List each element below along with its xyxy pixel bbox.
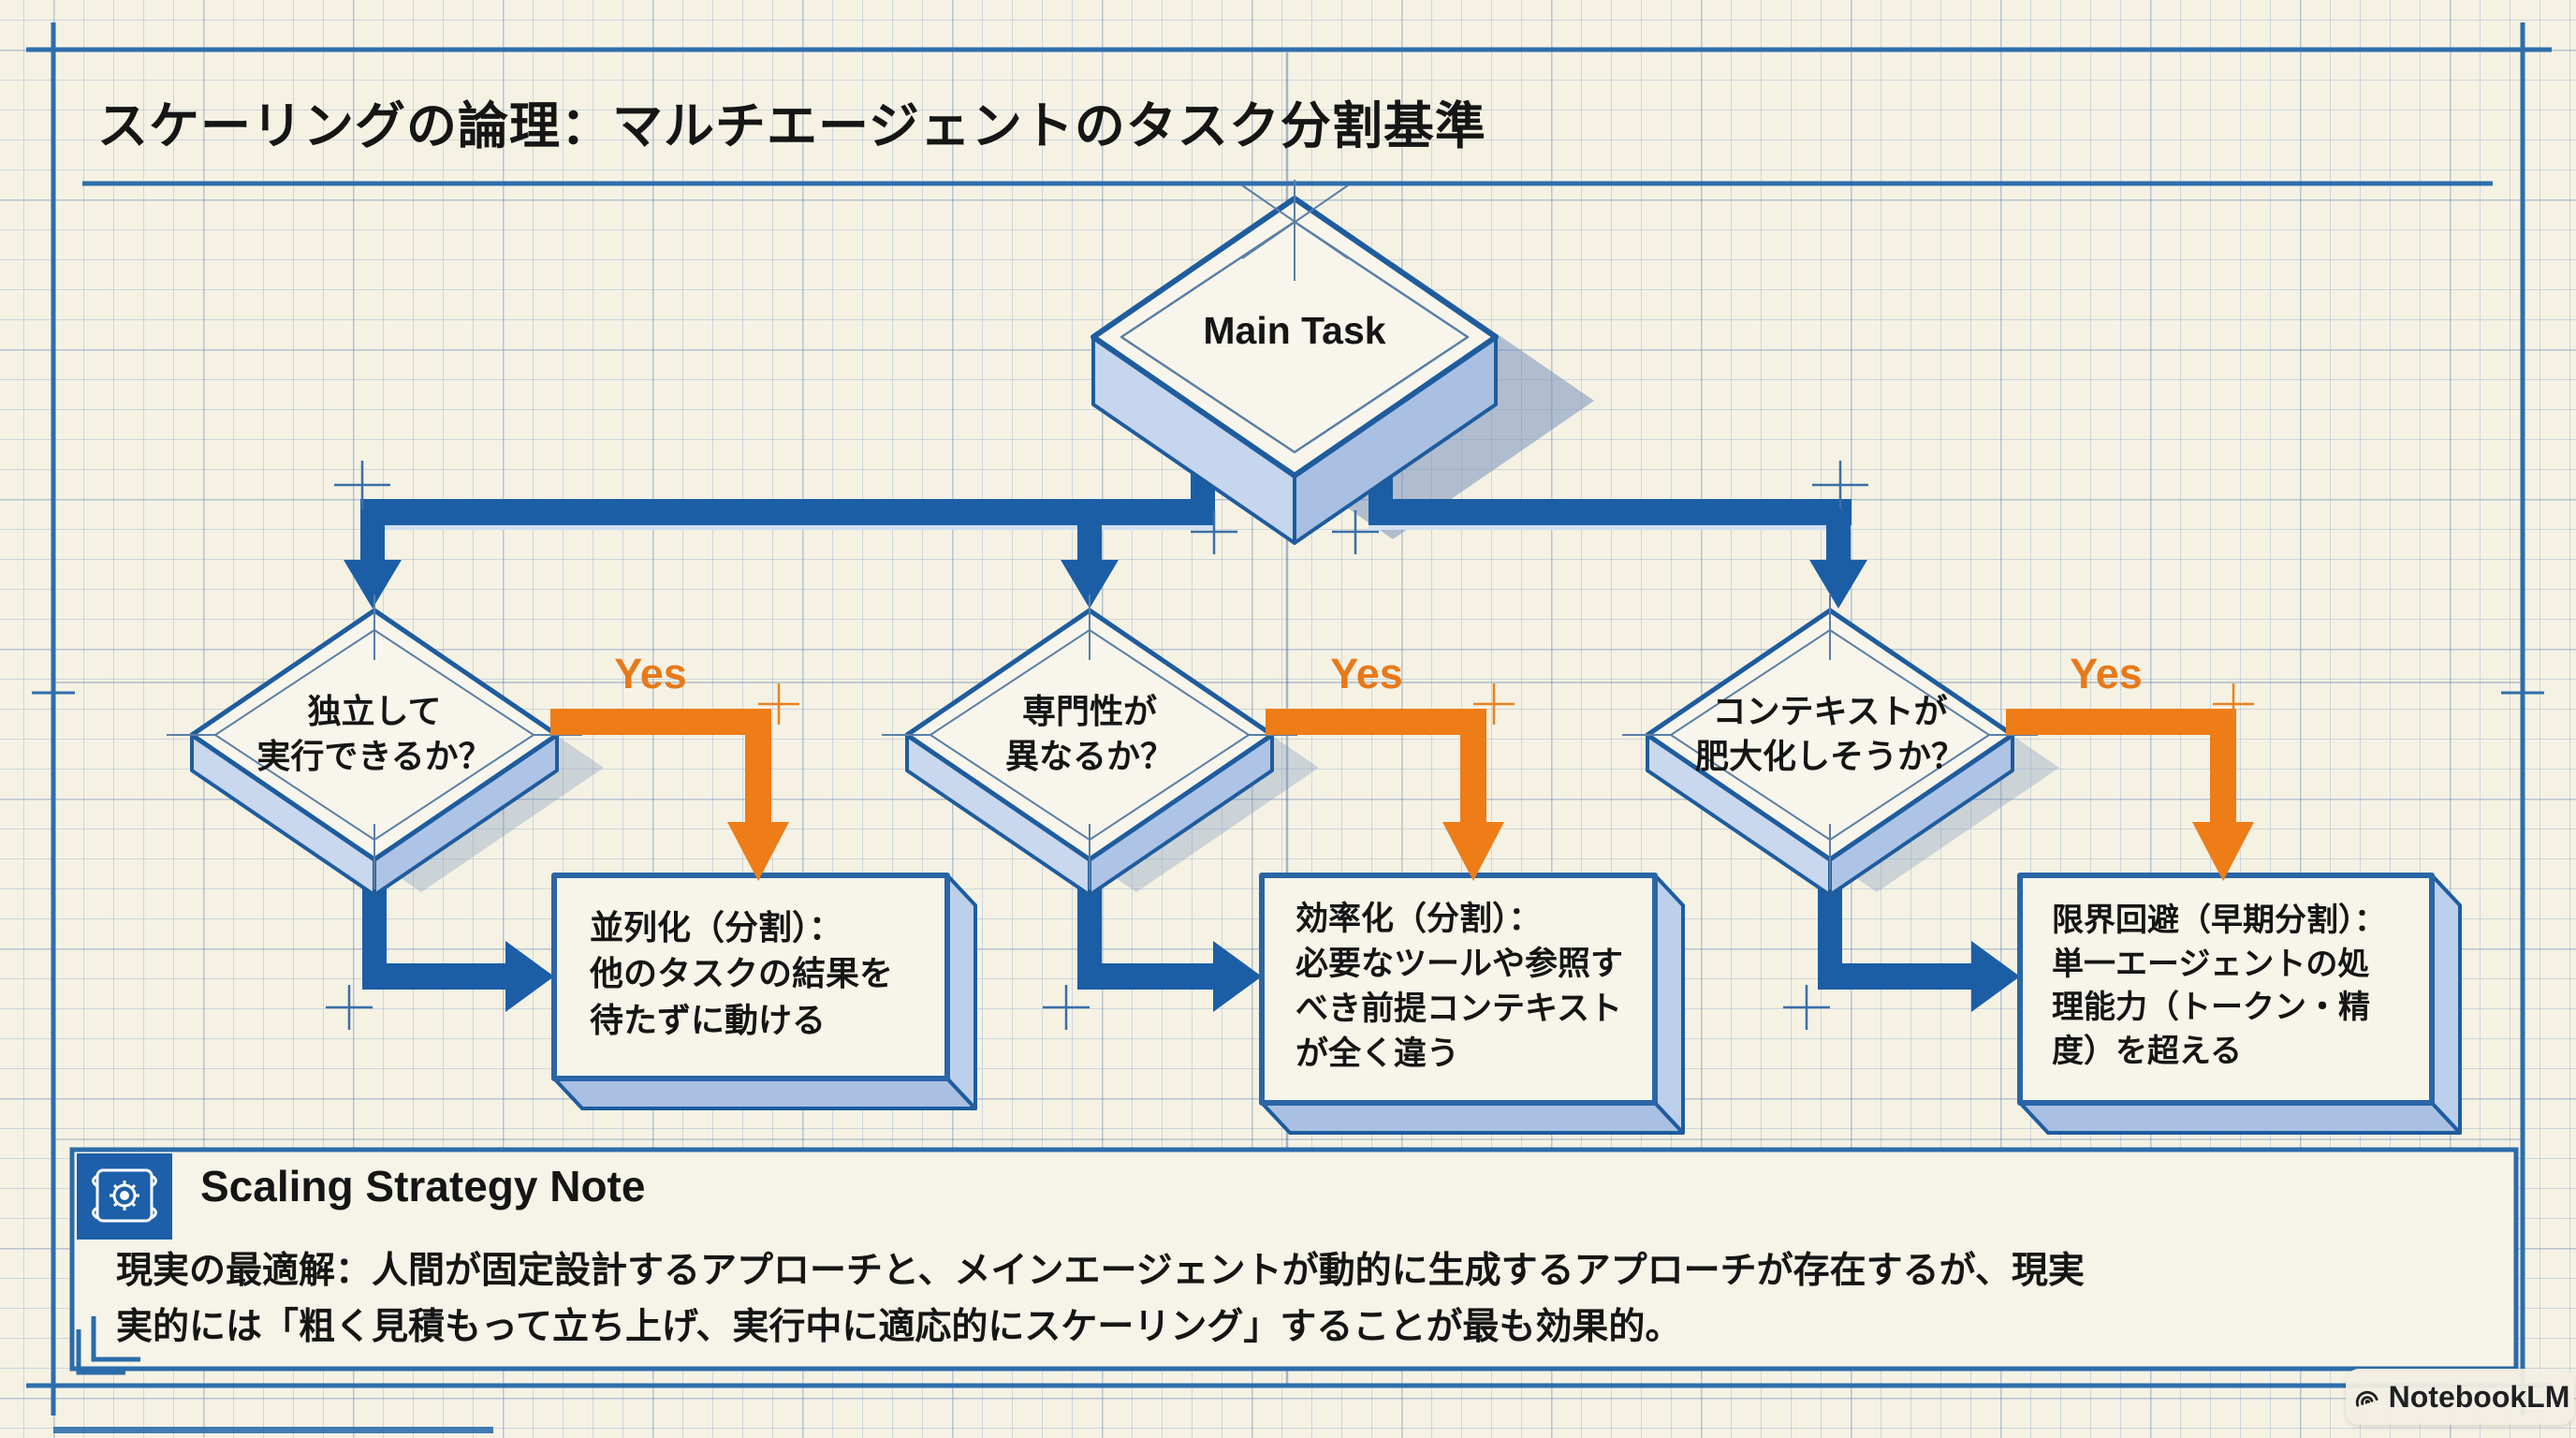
note-panel [69,1147,2519,1375]
decision-node-3 [1622,594,2038,897]
yes-label-1: Yes [614,650,687,697]
decision-label-2: 専門性が 異なるか？ [1004,692,1174,775]
main-task-label: Main Task [1203,309,1386,352]
yes-label-2: Yes [1330,650,1403,697]
registration-marks [326,461,2254,1030]
page-title: スケーリングの論理：マルチエージェントのタスク分割基準 [97,98,1486,154]
notebooklm-logo-icon [2355,1390,2378,1407]
badge-label: NotebookLM [2388,1379,2570,1414]
yes-label-3: Yes [2070,650,2143,697]
right-distribution-bar [1368,499,1852,525]
elbow-arrow-1 [362,858,554,1012]
decision-node-2 [882,594,1297,897]
corner-bracket [76,1329,125,1375]
result-label-1: 並列化（分割）： 他のタスクの結果を 待たずに動ける [590,908,894,1039]
yes-arrow-2 [1266,709,1504,881]
result-box-2 [1259,873,1685,1135]
left-distribution-bar [360,499,1215,525]
corner-bracket [91,1316,140,1362]
blueprint-frame [26,22,2552,1416]
yes-arrow-3 [2006,709,2254,881]
result-box-1 [551,873,977,1110]
yes-arrow-1 [550,709,789,881]
decision-label-3: コンテキストが 肥大化しそうか？ [1694,692,1965,775]
elbow-arrow-2 [1077,858,1262,1012]
note-body-line-1: 現実の最適解：人間が固定設計するアプローチと、メインエージェントが動的に生成する… [116,1251,2085,1291]
result-box-3 [2017,873,2462,1135]
result-label-2: 効率化（分割）： 必要なツールや参照す べき前提コンテキスト が全く違う [1295,901,1624,1072]
gear-icon [110,1181,139,1211]
yes-arrows [550,709,2254,881]
blueprint-scroll-icon [92,1168,157,1223]
note-body-line-2: 実的には「粗く見積もって立ち上げ、実行中に適応的にスケーリング」することが最も効… [116,1307,1682,1347]
elbow-arrow-3 [1818,858,2020,1012]
main-task-node [1090,180,1499,545]
result-label-3: 限界回避（早期分割）： 単一エージェントの処 理能力（トークン・精 度）を超える [2052,902,2386,1069]
decision-label-1: 独立して 実行できるか？ [256,692,492,775]
drafting-marks [1241,180,1349,281]
blue-connectors [344,440,2020,1012]
notebooklm-badge: NotebookLM [2346,1369,2574,1425]
decision-node-1 [167,594,582,897]
note-heading: Scaling Strategy Note [200,1162,646,1211]
